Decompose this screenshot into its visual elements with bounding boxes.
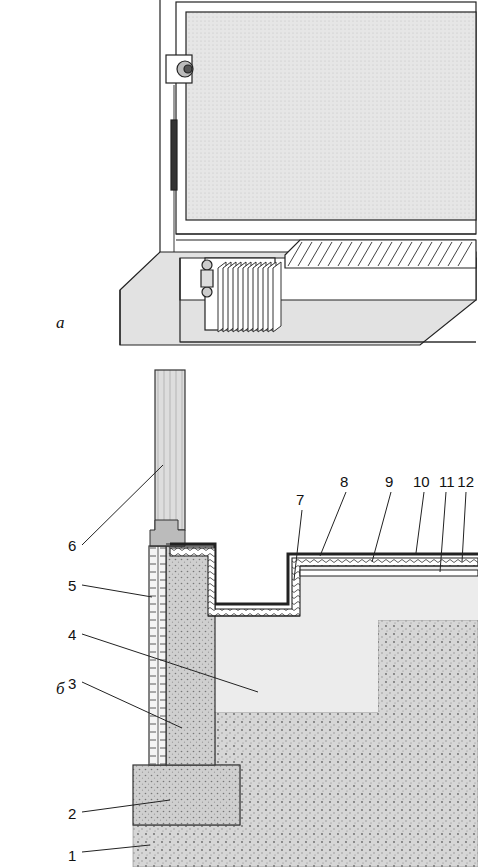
callout-number: 2: [68, 806, 76, 821]
grating-bar: [458, 242, 472, 266]
callout-number: 10: [413, 474, 430, 489]
callout-number: 6: [68, 538, 76, 553]
callout-number: 5: [68, 578, 76, 593]
callout-number: 11: [439, 474, 455, 489]
callout-number: 7: [296, 492, 304, 507]
figure-letter: а: [56, 314, 65, 331]
callout-number: 9: [385, 474, 393, 489]
callout-number: 3: [68, 676, 76, 691]
figure-letter: б: [56, 680, 65, 697]
callout-number: 12: [457, 474, 474, 489]
callout-number: 8: [340, 474, 348, 489]
callout-number: 4: [68, 627, 76, 642]
callout-number: 1: [68, 848, 76, 863]
convector-fin: [273, 262, 281, 332]
